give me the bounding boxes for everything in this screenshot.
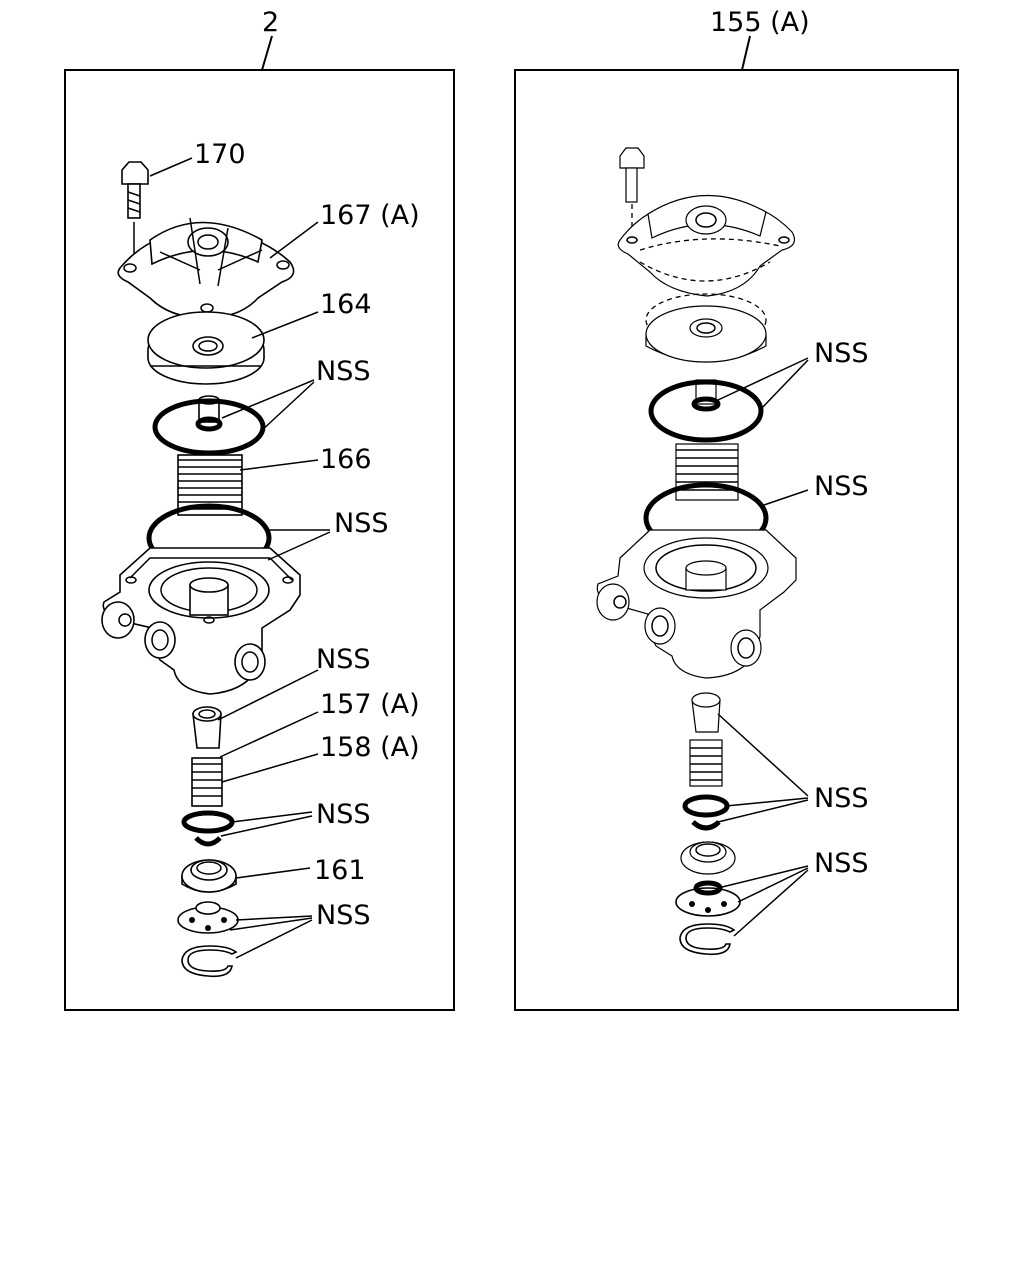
ghost-cover-right [617,194,795,297]
leader-157a [219,711,319,758]
retainer-right [675,880,741,917]
leader-nss-3 [217,669,319,721]
oring-small-upper-left [195,416,223,432]
leader-nss-r4 [717,865,809,937]
panel-frame-left [64,69,455,1011]
callout-nss-r3[interactable]: NSS [814,783,868,814]
assembly-ref-155a[interactable]: 155 (A) [710,7,810,38]
leader-nss-4 [220,811,313,837]
part-valve-body-left[interactable] [101,547,301,695]
snap-ring-right [679,923,736,956]
part-161-seat[interactable] [181,859,237,893]
oring-small-a-right [682,794,730,818]
leader-170 [149,157,193,177]
callout-nss-r4[interactable]: NSS [814,848,868,879]
leader-nss-r3 [717,713,809,823]
ref-leader-left [261,35,273,71]
callout-166[interactable]: 166 [320,444,372,475]
ghost-sleeve-right [691,692,721,733]
ghost-small-spring-right [689,739,723,787]
callout-nss-3[interactable]: NSS [316,644,370,675]
leader-nss-5 [229,915,313,959]
leader-nss-2 [266,529,331,561]
ghost-spring-right [675,443,739,501]
callout-164[interactable]: 164 [320,289,372,320]
callout-nss-r2[interactable]: NSS [814,471,868,502]
assembly-panel-2: 2 [64,7,455,1011]
leader-nss-1 [221,379,315,433]
leader-nss-r2 [763,489,809,506]
oring-small-a-left [181,810,235,834]
leader-166 [239,459,319,471]
leader-167a [269,221,319,259]
oring-large-upper-right [648,379,764,443]
callout-nss-1[interactable]: NSS [316,356,370,387]
oring-large-upper-left [152,398,266,456]
oring-small-b-left [194,836,222,847]
ghost-bolt-right [619,147,645,240]
callout-nss-5[interactable]: NSS [316,900,370,931]
oring-small-upper-right [691,396,721,412]
ghost-piston-right [645,293,767,363]
part-158a-spring[interactable] [191,757,223,807]
callout-nss-2[interactable]: NSS [334,508,388,539]
part-170-bolt[interactable] [121,161,149,262]
part-164-piston[interactable] [147,311,265,385]
callout-157a[interactable]: 157 (A) [320,689,420,720]
callout-161[interactable]: 161 [314,855,366,886]
part-167a-cover[interactable] [117,217,295,319]
panel-frame-right [514,69,959,1011]
part-157a-sleeve[interactable] [192,706,222,749]
callout-nss-4[interactable]: NSS [316,799,370,830]
ghost-seat-right [680,841,736,875]
ref-leader-right [741,35,751,71]
assembly-ref-2[interactable]: 2 [262,7,279,38]
assembly-panel-155a: 155 (A) [514,7,959,1011]
leader-158a [221,753,319,783]
callout-170[interactable]: 170 [194,139,246,170]
part-retainer-left[interactable] [177,901,239,934]
ghost-valve-body-right [596,529,797,679]
callout-nss-r1[interactable]: NSS [814,338,868,369]
leader-nss-r1 [717,357,809,411]
leader-164 [251,311,319,339]
snap-ring-left [181,945,238,978]
leader-161 [235,867,311,879]
callout-158a[interactable]: 158 (A) [320,732,420,763]
oring-small-b-right [691,820,721,831]
callout-167a[interactable]: 167 (A) [320,200,420,231]
